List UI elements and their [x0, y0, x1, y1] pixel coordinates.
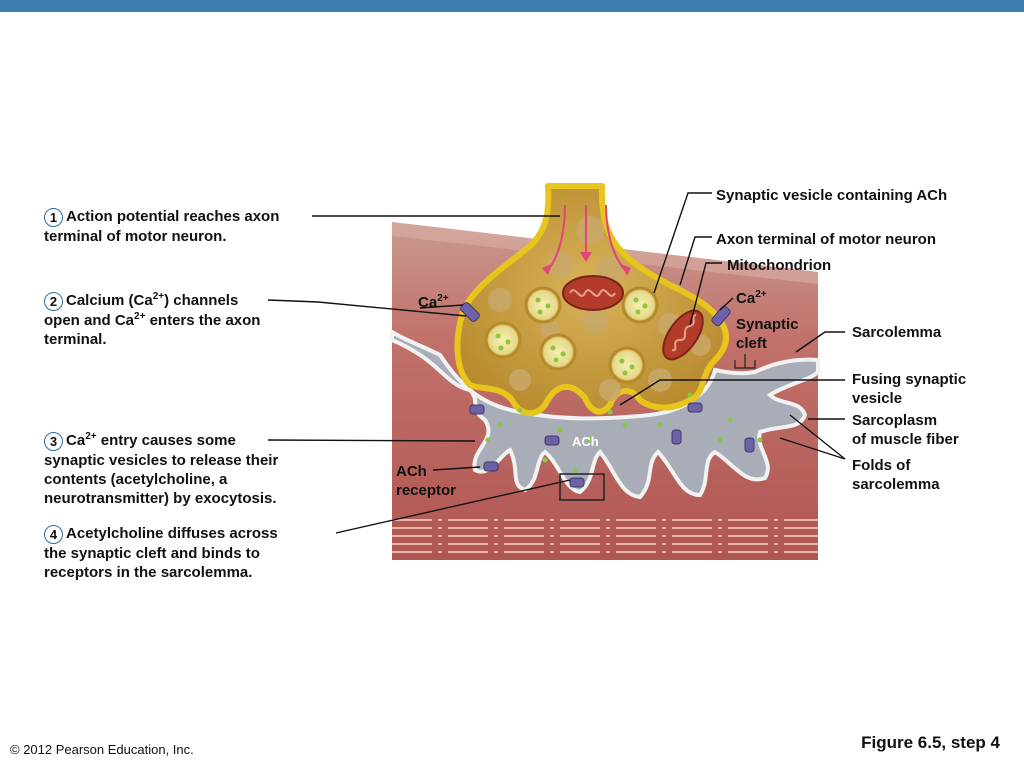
step-1-line-2: terminal of motor neuron.: [44, 228, 227, 245]
step-4-number: 4: [44, 525, 63, 544]
label-fusing-vesicle: Fusing synaptic vesicle: [852, 371, 967, 407]
synaptic-vesicle: [484, 321, 522, 359]
label-ca-left: Ca2+: [418, 293, 449, 312]
ach-molecules: [485, 297, 763, 473]
label-ach-receptor: ACh receptor: [396, 463, 457, 499]
label-mitochondrion: Mitochondrion: [727, 257, 832, 274]
ach-receptors: [469, 402, 755, 488]
label-ach-inside: ACh: [572, 434, 599, 449]
leader-lines: [267, 192, 846, 534]
step-1-number: 1: [44, 208, 63, 227]
step-2-number: 2: [44, 292, 63, 311]
synaptic-vesicle: [524, 286, 562, 324]
synaptic-vesicle: [608, 346, 646, 384]
step-3-number: 3: [44, 432, 63, 451]
synaptic-vesicle: [539, 333, 577, 371]
label-axon-terminal: Axon terminal of motor neuron: [716, 231, 937, 248]
myofibril-striations: [392, 519, 818, 553]
header-bar: [0, 0, 1024, 12]
cleft-bracket: [734, 354, 756, 369]
label-sarcolemma: Sarcolemma: [852, 324, 942, 341]
mitochondria: [562, 275, 704, 361]
label-synaptic-cleft: Synaptic cleft: [736, 316, 799, 352]
synaptic-vesicles: [484, 286, 659, 384]
step-1-line-1: Action potential reaches axon: [66, 208, 280, 225]
synaptic-vesicle: [621, 286, 659, 324]
copyright: © 2012 Pearson Education, Inc.: [10, 742, 194, 757]
label-sarcoplasm: Sarcoplasm of muscle fiber: [852, 412, 959, 448]
label-synaptic-vesicle: Synaptic vesicle containing ACh: [716, 187, 948, 204]
receptor-highlight-box: [559, 473, 605, 501]
label-folds: Folds of sarcolemma: [852, 457, 940, 493]
figure-caption: Figure 6.5, step 4: [861, 733, 1000, 752]
label-ca-right: Ca2+: [736, 289, 767, 308]
